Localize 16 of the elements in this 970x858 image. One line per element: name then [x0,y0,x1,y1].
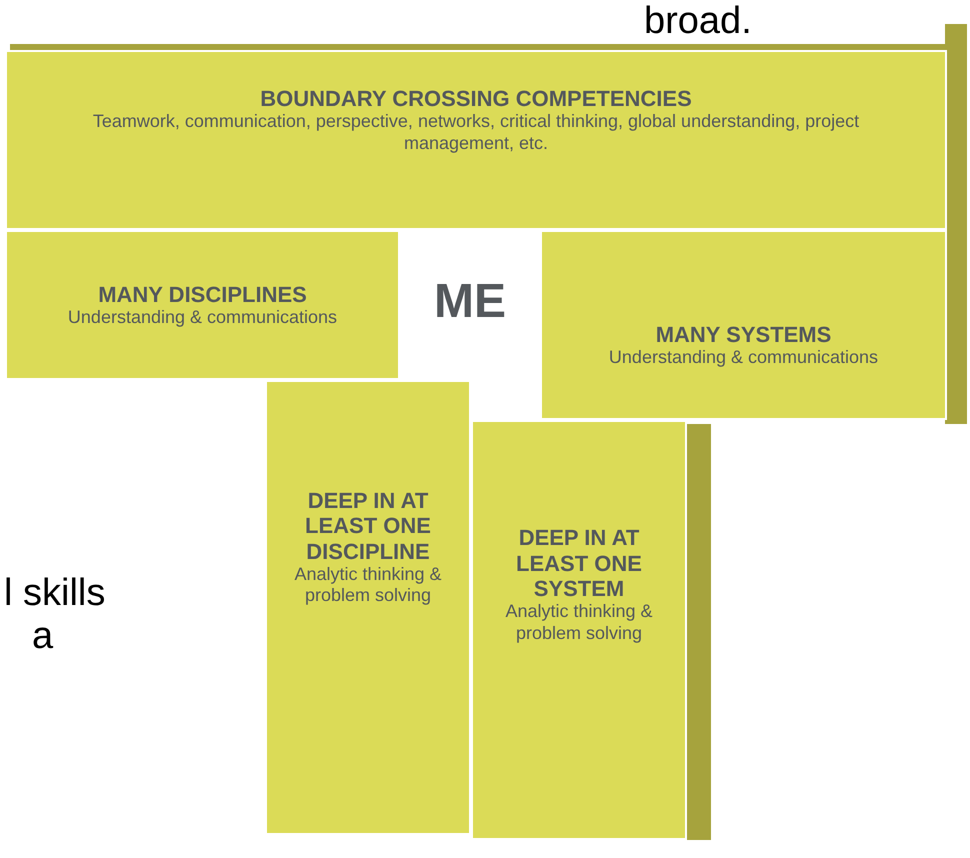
panel-heading: BOUNDARY CROSSING COMPETENCIES [260,86,692,112]
panel-heading: MANY DISCIPLINES [98,282,307,307]
competency-panel [5,50,947,230]
panel-description: Understanding & communications [608,346,878,368]
panel-description: Understanding & communications [68,306,338,328]
panel-heading: MANY SYSTEMS [656,322,832,347]
competency-panel [265,380,471,835]
panel-heading: DEEP IN AT LEAST ONE DISCIPLINE [304,488,432,564]
competency-panel [540,230,947,420]
panel-heading: DEEP IN AT LEAST ONE SYSTEM [515,525,643,602]
competency-panel [5,230,400,380]
panel-description: Teamwork, communication, perspective, networks, critical thinking, global understanding, project management, etc. [92,111,860,154]
competency-panel [471,420,687,840]
panel-description: Analytic thinking & problem solving [504,601,654,645]
panel-heading: ME [434,274,506,330]
panel-description: Analytic thinking & problem solving [293,564,443,608]
